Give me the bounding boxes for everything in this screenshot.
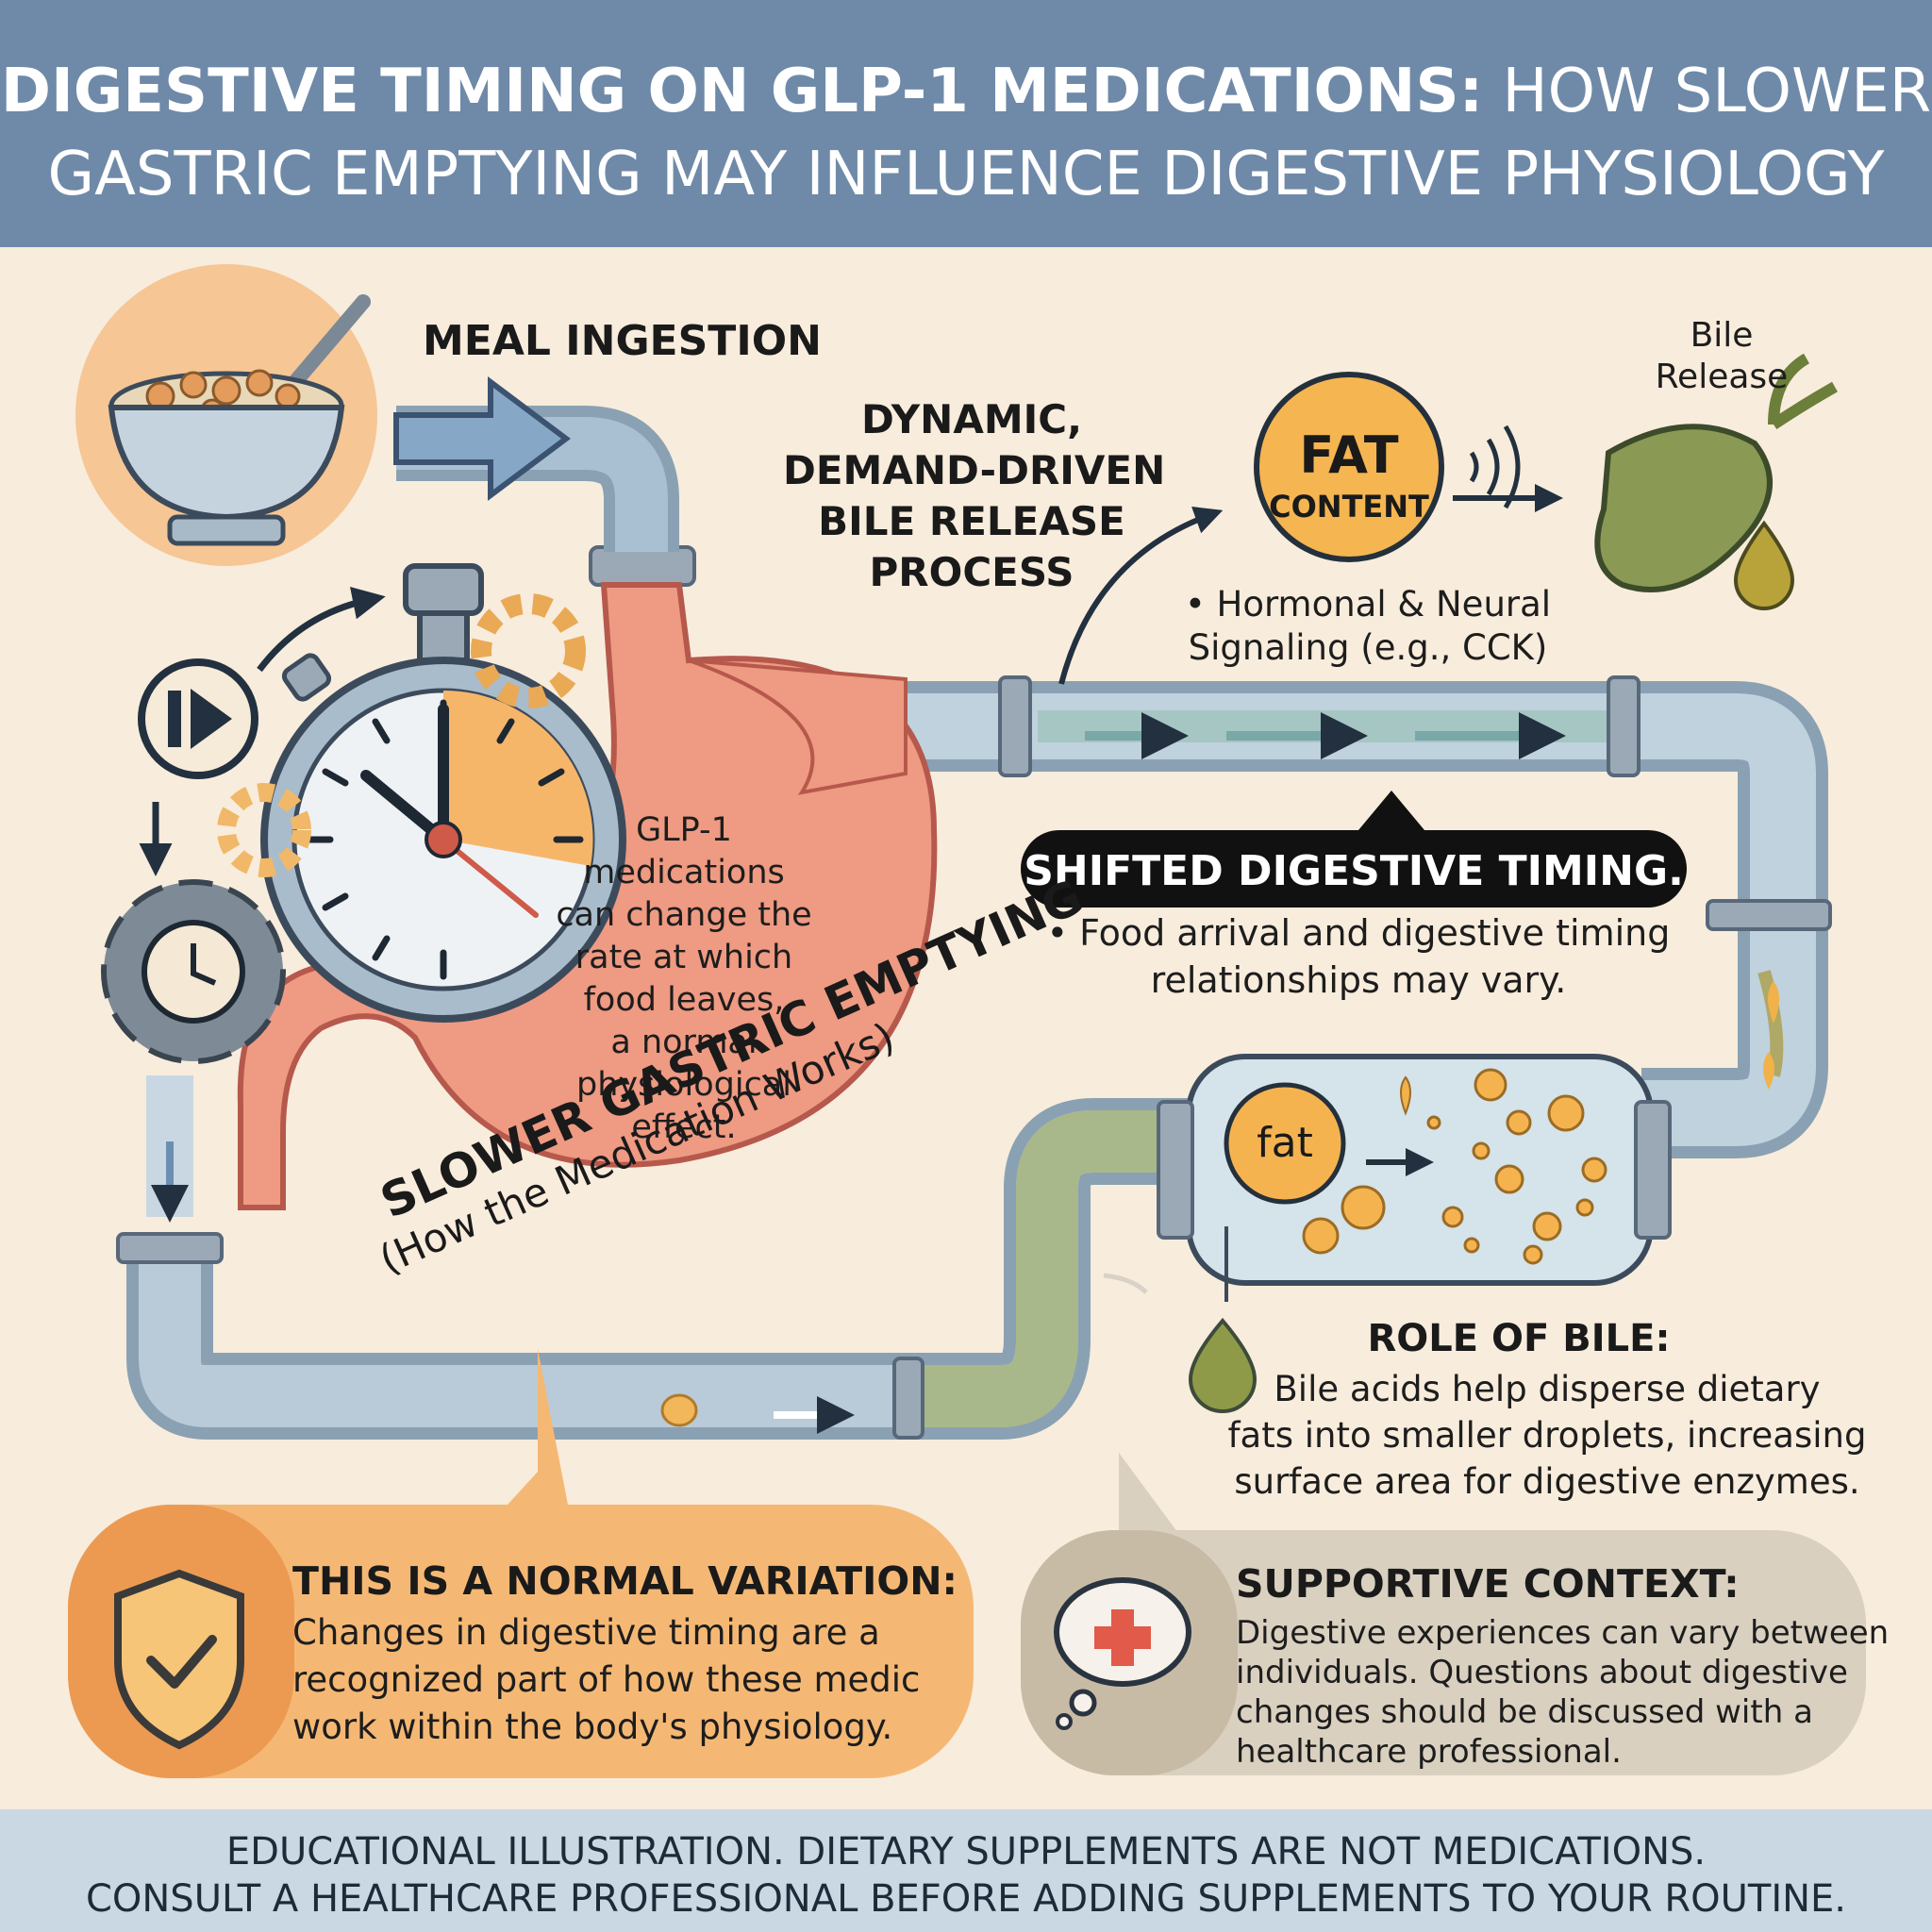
signal-waves-icon [1469, 425, 1521, 509]
normal-variation-line: recognized part of how these medic [292, 1659, 921, 1700]
bile-process-line: PROCESS [869, 549, 1074, 595]
shifted-timing-body: • Food arrival and digestive timing rela… [1019, 909, 1698, 1004]
page-title-line-1: DIGESTIVE TIMING ON GLP-1 MEDICATIONS: H… [0, 57, 1932, 126]
header-banner: DIGESTIVE TIMING ON GLP-1 MEDICATIONS: H… [0, 0, 1932, 247]
page-title-line-2: GASTRIC EMPTYING MAY INFLUENCE DIGESTIVE… [47, 140, 1885, 209]
fat-content-line-2: CONTENT [1269, 489, 1429, 525]
upper-pipe [906, 675, 1832, 1158]
shifted-title-pill [1021, 830, 1687, 908]
bile-process-title: DYNAMIC, DEMAND-DRIVEN BILE RELEASE PROC… [783, 394, 1166, 598]
signaling-line-1: • Hormonal & Neural [1184, 584, 1552, 625]
meal-ingestion-label: MEAL INGESTION [423, 317, 822, 365]
stomach-note-line: a normal [610, 1024, 758, 1061]
bile-release-label: Bile Release [1641, 315, 1802, 398]
bile-release-line-1: Bile [1690, 316, 1754, 355]
page-title-bold: DIGESTIVE TIMING ON GLP-1 MEDICATIONS: [0, 57, 1484, 126]
footer-line-1: EDUCATIONAL ILLUSTRATION. DIETARY SUPPLE… [225, 1830, 1707, 1874]
play-pause-icon [138, 658, 258, 779]
bile-process-line: BILE RELEASE [818, 498, 1125, 544]
role-of-bile-line: fats into smaller droplets, increasing [1227, 1415, 1867, 1456]
stomach-note-line: medications [583, 854, 785, 891]
bile-process-line: DEMAND-DRIVEN [783, 447, 1166, 493]
role-of-bile-line: surface area for digestive enzymes. [1234, 1461, 1860, 1502]
role-of-bile-line: Bile acids help disperse dietary [1274, 1369, 1821, 1409]
shifted-line-2: relationships may vary. [1150, 959, 1567, 1001]
footer-disclaimer: EDUCATIONAL ILLUSTRATION. DIETARY SUPPLE… [0, 1809, 1932, 1932]
supportive-context-title: SUPPORTIVE CONTEXT: [1236, 1561, 1740, 1607]
supportive-context-body: Digestive experiences can vary between i… [1236, 1613, 1890, 1772]
fat-content-line-1: FAT [1299, 425, 1399, 485]
stomach-note-line: rate at which [575, 939, 793, 976]
stomach-note-line: GLP-1 [636, 811, 732, 849]
signaling-line-2: Signaling (e.g., CCK) [1188, 627, 1548, 668]
shield-check-icon [114, 1569, 244, 1750]
supportive-line: individuals. Questions about digestive [1236, 1654, 1848, 1691]
signaling-note: • Hormonal & Neural Signaling (e.g., CCK… [1170, 583, 1566, 670]
role-of-bile-body: Bile acids help disperse dietary fats in… [1226, 1366, 1868, 1505]
fat-content-circle [1254, 372, 1444, 562]
stomach-note: GLP-1 medications can change the rate at… [509, 809, 858, 1149]
stomach-note-line: food leaves, [583, 981, 785, 1019]
cereal-bowl-icon [75, 264, 377, 566]
gear-icon [217, 593, 586, 877]
page-title-rest: HOW SLOWER [1483, 57, 1932, 126]
normal-variation-panel [68, 1349, 974, 1778]
emulsion-chamber [1157, 1054, 1672, 1413]
normal-variation-line: Changes in digestive timing are a [292, 1612, 880, 1653]
entry-pipe [393, 376, 679, 552]
fat-droplet-label: fat [1257, 1119, 1313, 1167]
shifted-line-1: • Food arrival and digestive timing [1046, 912, 1671, 954]
bile-process-line: DYNAMIC, [860, 396, 1083, 442]
bile-release-line-2: Release [1655, 358, 1789, 396]
stomach-note-line: physiological [576, 1066, 791, 1104]
footer-line-2: CONSULT A HEALTHCARE PROFESSIONAL BEFORE… [85, 1877, 1847, 1921]
supportive-line: changes should be discussed with a [1236, 1693, 1813, 1731]
stopwatch-icon [260, 563, 626, 1023]
supportive-line: Digestive experiences can vary between [1236, 1614, 1890, 1652]
shifted-timing-title: SHIFTED DIGESTIVE TIMING. [1024, 847, 1684, 895]
supportive-line: healthcare professional. [1236, 1733, 1622, 1771]
normal-variation-line: work within the body's physiology. [292, 1707, 893, 1747]
role-of-bile-title: ROLE OF BILE: [1367, 1317, 1671, 1360]
gear-clock-icon [101, 879, 286, 1064]
lower-pipe [116, 1075, 1198, 1440]
stomach-note-line: effect. [631, 1108, 737, 1146]
normal-variation-title: THIS IS A NORMAL VARIATION: [292, 1558, 958, 1604]
thought-cloud-medical-icon [1054, 1577, 1191, 1730]
gallbladder-icon [1594, 353, 1838, 610]
normal-variation-body: Changes in digestive timing are a recogn… [292, 1609, 953, 1751]
stomach-note-line: can change the [556, 896, 812, 934]
